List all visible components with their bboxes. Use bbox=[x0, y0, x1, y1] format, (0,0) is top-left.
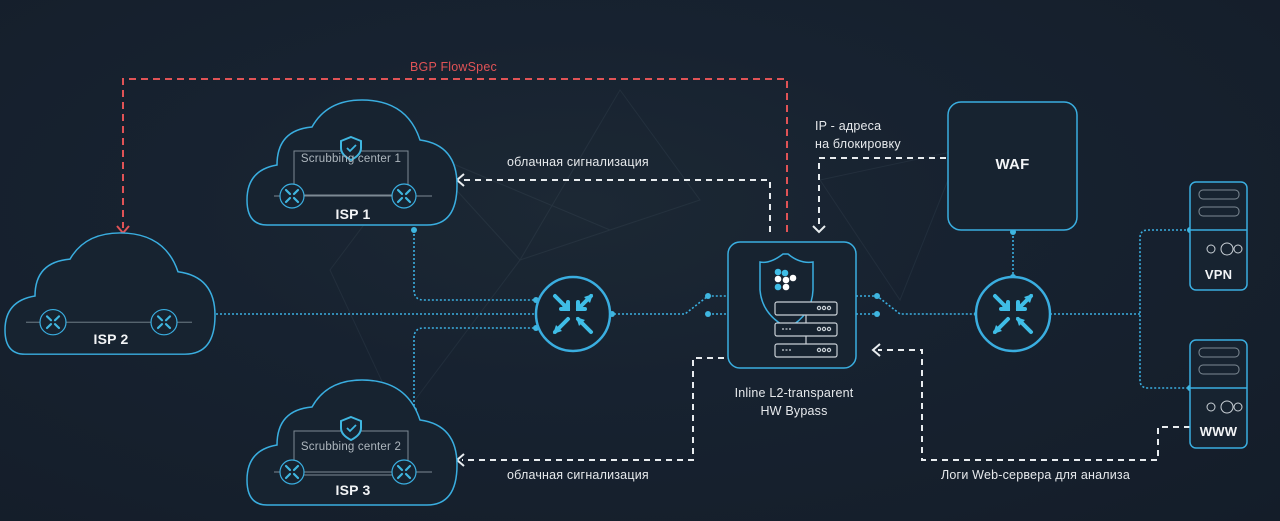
scrubbing-center-2-label: Scrubbing center 2 bbox=[300, 441, 402, 453]
router-left bbox=[534, 275, 612, 353]
arrow-left-icon bbox=[871, 343, 881, 357]
isp2-label: ISP 2 bbox=[93, 331, 129, 347]
cloud-signal-bottom-label: облачная сигнализация bbox=[507, 468, 649, 482]
ip-block-line bbox=[818, 157, 946, 225]
device-label-line1: Inline L2-transparent bbox=[734, 386, 854, 400]
ip-block-label-line2: на блокировку bbox=[815, 137, 901, 151]
web-logs-line bbox=[878, 349, 1190, 461]
shield-check-icon bbox=[340, 135, 362, 162]
arrow-left-icon bbox=[455, 173, 465, 187]
isp3-label: ISP 3 bbox=[335, 482, 371, 498]
scrubbing-center-1-label: Scrubbing center 1 bbox=[300, 153, 402, 165]
server-vpn bbox=[1189, 181, 1248, 291]
isp1-label: ISP 1 bbox=[335, 206, 371, 222]
arrow-down-icon bbox=[812, 225, 826, 234]
cloud-isp2 bbox=[4, 232, 216, 355]
waf-box bbox=[947, 101, 1078, 231]
cloud-isp3 bbox=[246, 379, 458, 506]
ip-block-label-line1: IP - адреса bbox=[815, 119, 882, 133]
cloud-isp1 bbox=[246, 99, 458, 226]
cloud-signal-top-line bbox=[462, 179, 771, 232]
bgp-flowspec-line bbox=[122, 78, 788, 232]
vpn-label: VPN bbox=[1204, 267, 1233, 282]
server-www bbox=[1189, 339, 1248, 449]
bgp-flowspec-label: BGP FlowSpec bbox=[410, 60, 497, 74]
www-label: WWW bbox=[1199, 424, 1238, 439]
cloud-signal-top-label: облачная сигнализация bbox=[507, 155, 649, 169]
server-stack-icon bbox=[774, 301, 838, 358]
device-label-line2: HW Bypass bbox=[760, 404, 828, 418]
network-links bbox=[212, 229, 1190, 410]
waf-label: WAF bbox=[995, 156, 1030, 173]
cloud-signal-bottom-line bbox=[462, 357, 724, 461]
logo-dots-icon bbox=[774, 268, 797, 291]
inline-bypass-device bbox=[727, 241, 857, 369]
web-logs-label: Логи Web-сервера для анализа bbox=[941, 468, 1130, 482]
shield-check-icon bbox=[340, 415, 362, 442]
router-right bbox=[974, 275, 1052, 353]
